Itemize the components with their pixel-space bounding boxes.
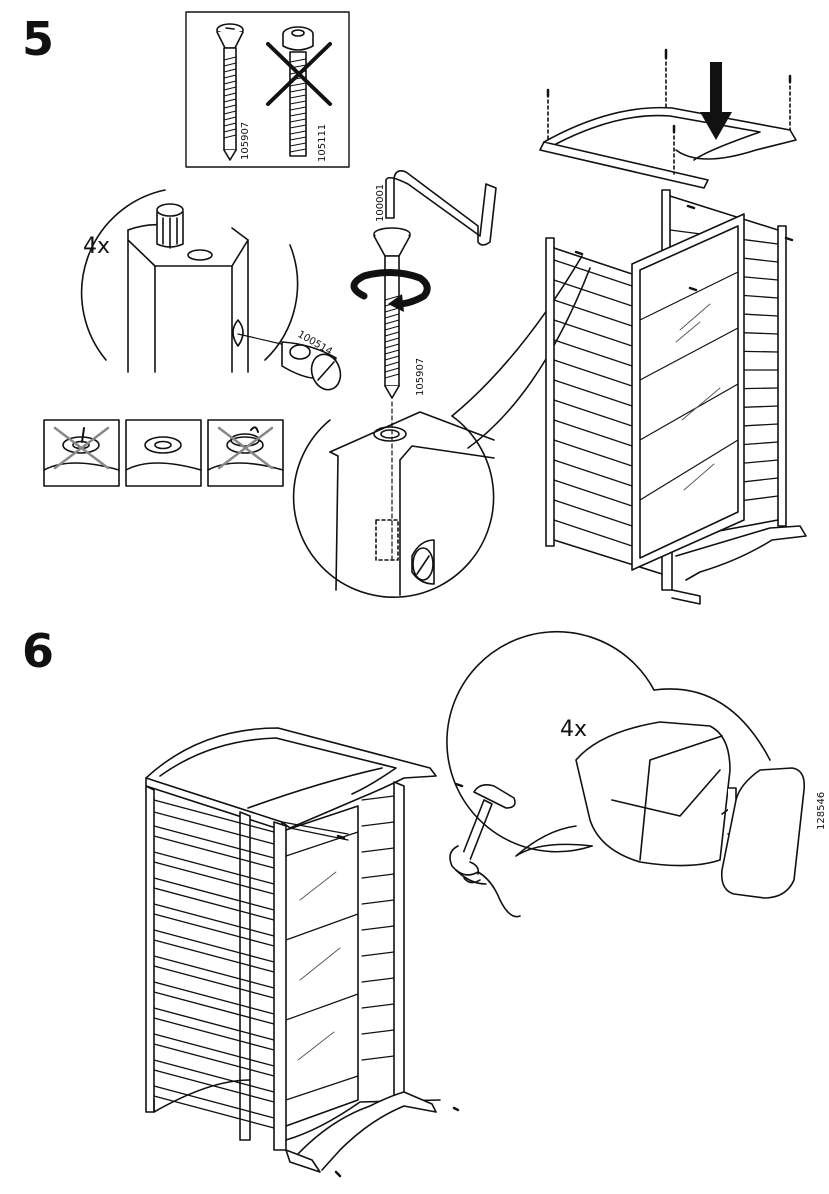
wrong-part-cross-icon <box>266 42 332 106</box>
correct-bolt-code: 105907 <box>240 122 251 160</box>
screw-bolt-code: 105907 <box>415 358 426 396</box>
press-down-arrow-icon <box>700 62 732 140</box>
bolt-detail-circle <box>292 255 591 598</box>
crossed-out-icon <box>217 426 274 470</box>
crib-frame-step6 <box>145 727 464 1178</box>
correct-bolt-icon <box>216 23 244 161</box>
dowel-detail-circle <box>80 189 342 391</box>
rotate-arrow-icon <box>350 269 431 312</box>
step-number-6: 6 <box>22 624 55 678</box>
allen-key-code: 100001 <box>375 184 386 222</box>
nail-detail-circle <box>446 630 806 899</box>
crib-frame-step5 <box>539 48 807 605</box>
part-comparison-box: 105907 105111 <box>185 11 350 168</box>
cam-nut-icon <box>237 333 342 391</box>
nail-part-code: 128546 <box>816 792 827 830</box>
cam-lock-status-boxes <box>43 419 284 487</box>
screw-bolt-icon <box>373 227 411 399</box>
nail-quantity: 4x <box>560 717 587 742</box>
wood-dowel-icon <box>156 203 184 249</box>
allen-key-icon <box>385 170 497 246</box>
wrong-bolt-icon <box>282 26 314 157</box>
crossed-out-icon <box>53 426 110 470</box>
wrong-bolt-code: 105111 <box>317 124 328 162</box>
dowel-quantity: 4x <box>83 234 110 259</box>
hammer-hand-icon <box>449 784 521 918</box>
step-number-5: 5 <box>22 12 55 66</box>
